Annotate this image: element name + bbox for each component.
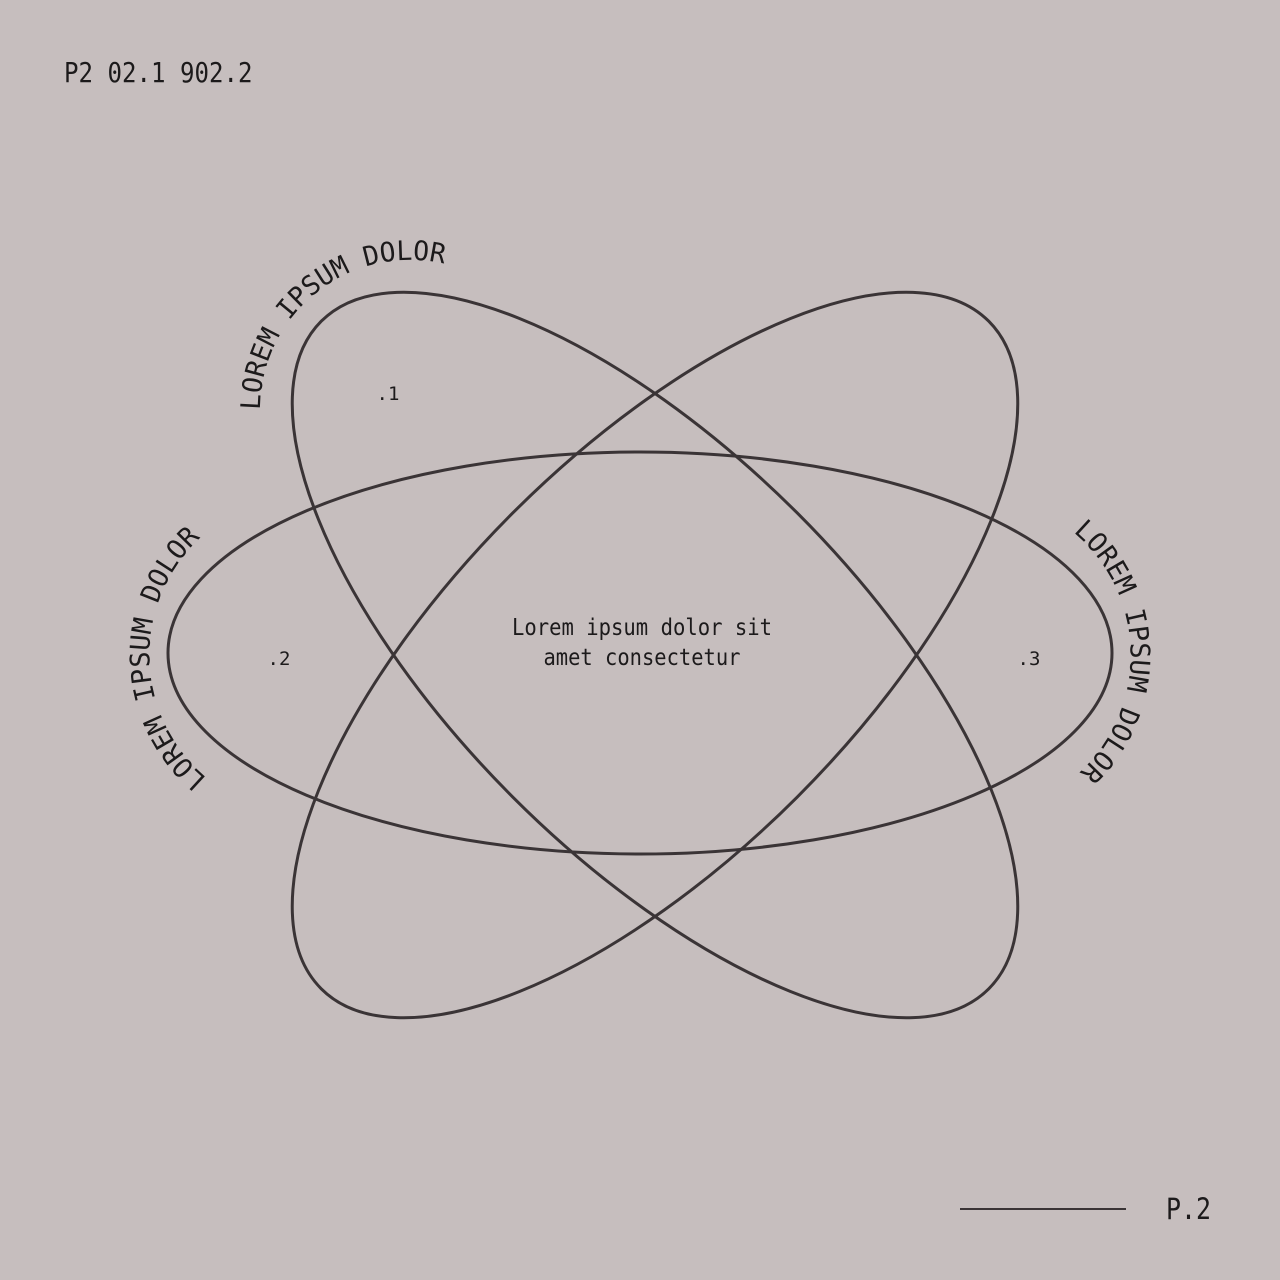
ellipse-1-number: .1 — [377, 383, 400, 405]
center-text-line-1: Lorem ipsum dolor sit — [512, 615, 772, 641]
ellipse-3 — [290, 290, 1020, 1020]
footer-rule — [960, 1208, 1126, 1210]
ellipse-2 — [166, 450, 1114, 856]
header-code: P2 02.1 902.2 — [64, 56, 253, 89]
ellipse-1-label: LOREM IPSUM DOLOR — [236, 236, 449, 411]
ellipse-2-number: .2 — [268, 648, 291, 670]
page-number: P.2 — [1166, 1192, 1212, 1226]
ellipse-1 — [290, 290, 1020, 1020]
ellipse-3-number: .3 — [1018, 648, 1041, 670]
center-text-line-2: amet consectetur — [544, 645, 741, 671]
